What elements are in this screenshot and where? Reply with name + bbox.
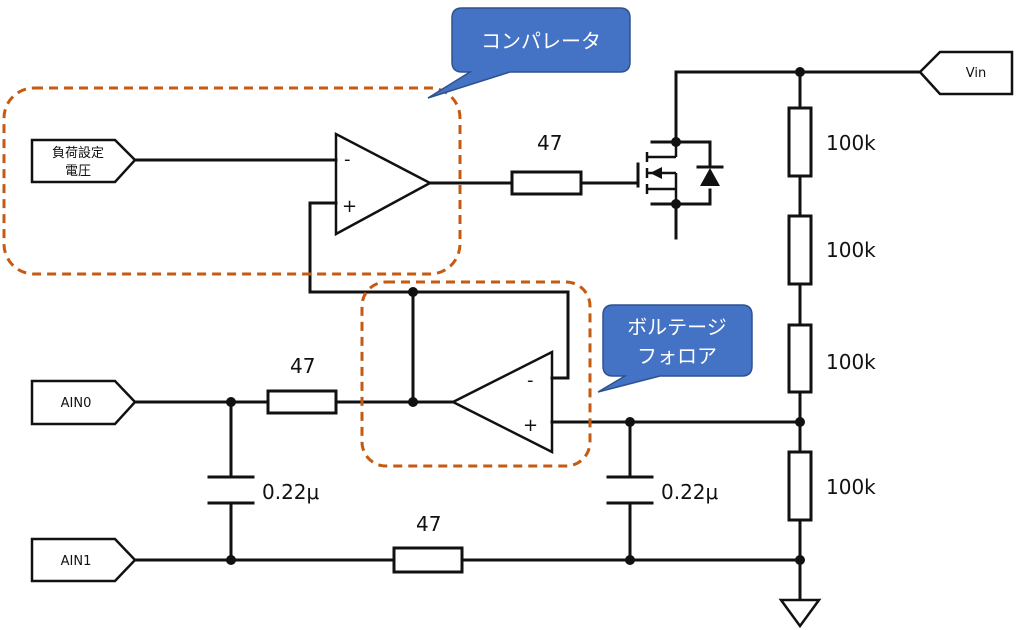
port-ain0-label: AIN0 — [61, 396, 92, 411]
gate-resistor-label: 47 — [537, 131, 562, 155]
follower-callout-line1: ボルテージ — [627, 315, 727, 339]
comparator-highlight — [2, 86, 462, 276]
divider-resistor-3 — [787, 323, 813, 394]
ain1-resistor — [392, 546, 464, 574]
follower-callout: ボルテージ フォロア — [597, 304, 753, 393]
follower-highlight — [360, 280, 592, 468]
port-load-setting-line1: 負荷設定 — [52, 145, 104, 161]
port-ain1-label: AIN1 — [61, 554, 92, 569]
divider-resistor-1-label: 100k — [826, 131, 876, 155]
junction-dots — [226, 67, 805, 565]
ground-icon — [778, 598, 822, 629]
divider-resistor-2 — [787, 214, 813, 286]
port-ain0: AIN0 — [30, 379, 137, 426]
comparator-callout-text: コンパレータ — [481, 29, 601, 53]
left-capacitor-label: 0.22μ — [262, 480, 320, 504]
follower-plus-sign: + — [523, 415, 538, 436]
divider-resistor-2-label: 100k — [826, 238, 876, 262]
comparator-plus-sign: + — [342, 196, 357, 217]
divider-resistor-1 — [787, 106, 813, 178]
port-load-setting: 負荷設定 電圧 — [30, 138, 137, 184]
mosfet — [636, 142, 678, 204]
port-load-setting-line2: 電圧 — [65, 164, 91, 179]
divider-resistor-3-label: 100k — [826, 350, 876, 374]
follower-minus-sign: - — [527, 370, 534, 391]
left-capacitor — [207, 475, 255, 505]
divider-resistor-4 — [787, 450, 813, 522]
right-capacitor-label: 0.22μ — [661, 480, 719, 504]
divider-resistor-4-label: 100k — [826, 475, 876, 499]
comparator-callout: コンパレータ — [427, 7, 631, 99]
port-vin-label: Vin — [966, 66, 986, 81]
follower-opamp: - + — [450, 349, 554, 455]
comparator-minus-sign: - — [344, 149, 351, 170]
ain1-resistor-label: 47 — [416, 512, 441, 536]
body-diode — [696, 165, 724, 186]
comparator-opamp: - + — [334, 131, 433, 237]
port-ain1: AIN1 — [30, 537, 137, 583]
ain0-resistor-label: 47 — [290, 354, 315, 378]
port-vin: Vin — [918, 50, 1014, 96]
follower-callout-line2: フォロア — [637, 344, 717, 368]
gate-resistor — [510, 170, 583, 196]
ain0-resistor — [266, 389, 338, 415]
right-capacitor — [606, 475, 654, 505]
